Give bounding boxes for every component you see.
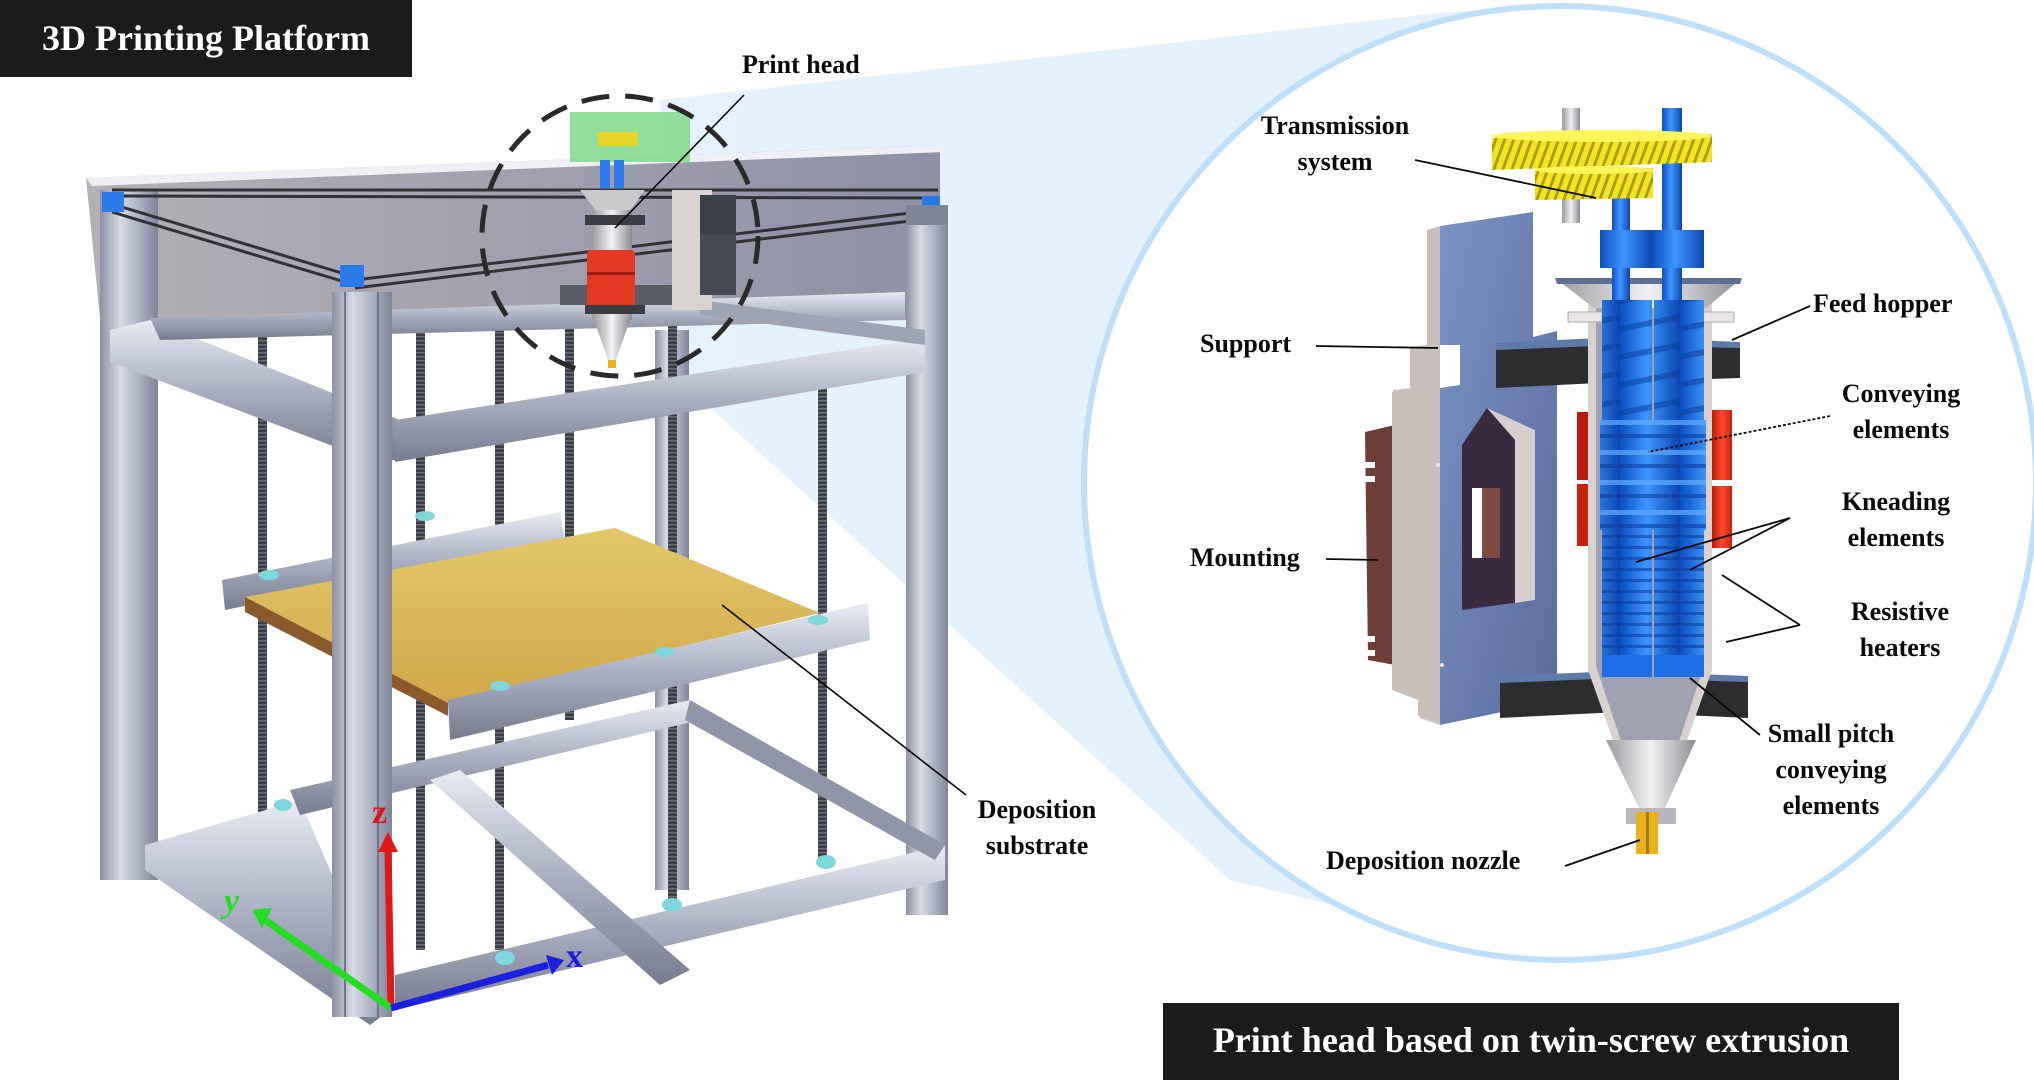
platform-leader-lines	[614, 94, 967, 796]
lead-screw-nut	[816, 855, 836, 869]
resistive-heater-right-bottom	[1712, 486, 1732, 548]
shaft-collar	[1600, 230, 1652, 268]
print-head-caption: Print head based on twin-screw extrusion	[1163, 1003, 1899, 1080]
lower-right-rail	[685, 700, 945, 860]
lead-screw-nut	[495, 951, 515, 965]
right-screw-conveying	[1654, 300, 1704, 420]
detail-leader-lines	[1315, 159, 1831, 867]
lead-screw	[565, 320, 574, 720]
lead-screw-nut	[655, 647, 675, 657]
corner-bracket	[340, 265, 364, 287]
label-kneading-elements: Kneading elements	[1826, 484, 1966, 556]
left-screw-kneading	[1600, 420, 1654, 530]
nozzle-leader	[1564, 839, 1641, 867]
nozzle-cone	[1606, 740, 1696, 810]
upper-front-rail	[395, 338, 925, 462]
label-resistive-heaters: Resistive heaters	[1830, 594, 1970, 666]
back-left-post	[100, 190, 158, 880]
print-head-leader	[614, 94, 745, 229]
detail-circle-background	[1081, 3, 2034, 963]
label-transmission-line2: system	[1297, 147, 1373, 176]
lead-screw-nut	[808, 615, 828, 625]
coordinate-axes	[252, 832, 564, 1012]
axis-label-y: y	[224, 883, 240, 920]
heaters-leader-b	[1725, 624, 1801, 643]
label-print-head: Print head	[742, 50, 860, 79]
upper-right-rail	[700, 300, 925, 345]
y-axis-arrow	[259, 915, 394, 1011]
kneading-leader-b	[1689, 517, 1791, 571]
belts	[111, 188, 941, 290]
label-small-pitch-line2: conveying	[1775, 755, 1887, 784]
resistive-heater-left-bottom	[1577, 484, 1591, 546]
substrate-leader	[721, 604, 967, 796]
label-heaters-line1: Resistive	[1850, 597, 1950, 626]
z-axis-arrow	[384, 849, 395, 1009]
feed-hopper-leader	[1731, 305, 1811, 341]
label-deposition-substrate-line1: Deposition	[977, 795, 1097, 824]
print-head-detail	[1365, 108, 1748, 854]
label-conveying-line1: Conveying	[1841, 379, 1961, 408]
support-leader	[1315, 345, 1439, 349]
printer-frame	[86, 93, 948, 1025]
lead-screw-nut	[274, 799, 292, 811]
left-screw-small-pitch	[1602, 530, 1652, 660]
label-kneading-line2: elements	[1847, 523, 1945, 552]
mounting-block	[1365, 425, 1395, 665]
label-transmission-line1: Transmission	[1260, 111, 1410, 140]
label-conveying-elements: Conveying elements	[1826, 376, 1976, 448]
mounting-leader	[1325, 558, 1379, 561]
kneading-leader-a	[1635, 517, 1791, 563]
axis-label-x: x	[566, 938, 583, 975]
label-deposition-substrate: Deposition substrate	[962, 792, 1112, 864]
lead-screw-nut	[415, 511, 435, 521]
front-left-post	[332, 292, 392, 1017]
label-small-pitch-line1: Small pitch	[1767, 719, 1895, 748]
right-screw-small-pitch	[1654, 530, 1704, 660]
label-small-pitch-line3: elements	[1782, 791, 1880, 820]
upper-left-rail	[110, 320, 400, 460]
deposition-substrate-plate	[245, 528, 820, 703]
axis-label-z: z	[372, 794, 388, 831]
resistive-heater-right-top	[1712, 410, 1732, 480]
label-kneading-line1: Kneading	[1841, 487, 1951, 516]
transmission-leader	[1414, 159, 1597, 199]
lead-screw-nut	[259, 570, 279, 580]
label-mounting: Mounting	[1190, 543, 1300, 572]
x-axis-arrow	[390, 961, 549, 1012]
platform-title: 3D Printing Platform	[0, 0, 412, 77]
lower-back-rail	[290, 700, 700, 815]
print-head-highlight-ellipse	[479, 93, 761, 379]
label-heaters-line2: heaters	[1859, 633, 1941, 662]
left-screw-conveying	[1602, 300, 1652, 420]
label-transmission-system: Transmission system	[1250, 108, 1420, 180]
lead-screw-nut	[662, 898, 682, 912]
small-pitch-leader	[1689, 677, 1761, 736]
shaft-collar	[1652, 230, 1704, 268]
label-deposition-nozzle: Deposition nozzle	[1326, 846, 1521, 875]
label-deposition-substrate-line2: substrate	[985, 831, 1089, 860]
large-gear	[1492, 134, 1712, 170]
lead-screw-nut	[490, 681, 510, 691]
heaters-leader-a	[1721, 574, 1801, 626]
mini-print-head	[560, 112, 736, 368]
corner-bracket	[102, 192, 124, 212]
label-feed-hopper: Feed hopper	[1813, 289, 1953, 318]
label-small-pitch-conveying-elements: Small pitch conveying elements	[1756, 716, 1906, 824]
lower-middle-rail	[430, 770, 690, 985]
resistive-heater-left-top	[1577, 412, 1591, 480]
label-support: Support	[1200, 329, 1292, 358]
right-screw-kneading	[1652, 420, 1706, 530]
back-right-post	[906, 205, 948, 915]
conveying-leader	[1647, 415, 1831, 453]
label-conveying-line2: elements	[1852, 415, 1950, 444]
